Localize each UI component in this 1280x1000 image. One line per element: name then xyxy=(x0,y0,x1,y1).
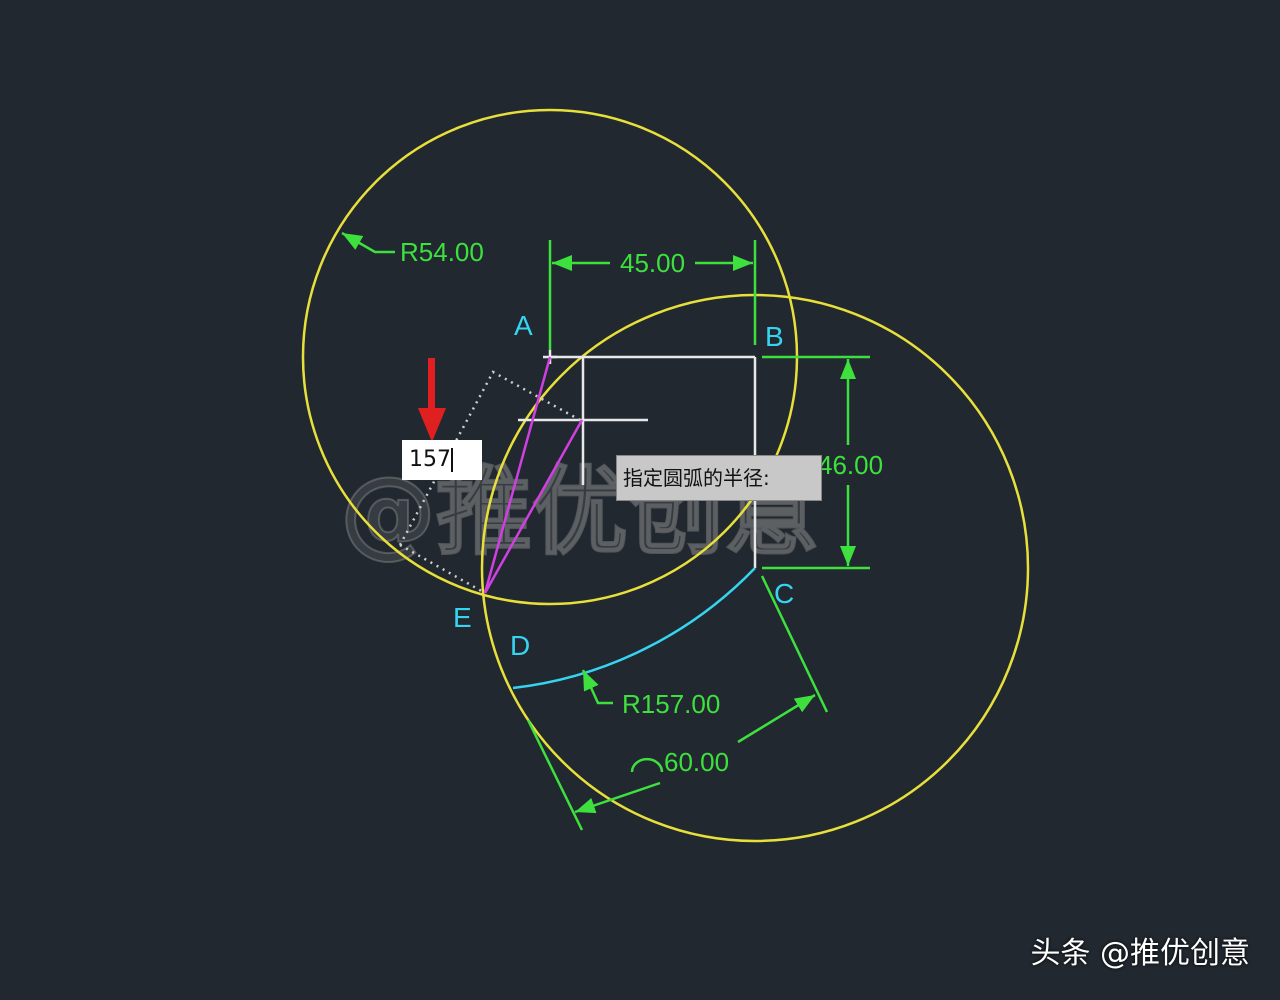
dimension-arc-length-text: 60.00 xyxy=(664,747,729,777)
arc-cd[interactable] xyxy=(512,567,756,690)
credit-watermark: 头条 @推优创意 xyxy=(1030,936,1250,971)
arc-length-symbol-icon xyxy=(630,757,664,773)
magenta-guides xyxy=(483,356,584,594)
dimension-radius-small[interactable] xyxy=(341,231,395,254)
point-label-b: B xyxy=(765,321,784,352)
command-input-value: 157 xyxy=(409,447,451,472)
dimension-radius-small-text: R54.00 xyxy=(400,237,484,267)
command-input[interactable]: 157 xyxy=(402,440,482,480)
point-label-e: E xyxy=(453,602,472,633)
rubber-band-preview xyxy=(398,370,581,595)
point-label-a: A xyxy=(514,310,533,341)
red-arrow-icon xyxy=(418,358,446,442)
point-label-d: D xyxy=(510,630,530,661)
dimension-width[interactable] xyxy=(548,240,757,350)
dimension-height[interactable] xyxy=(762,355,870,570)
dimension-radius-arc-text: R157.00 xyxy=(622,689,720,719)
text-caret xyxy=(451,448,453,472)
dimension-arc-length[interactable] xyxy=(526,575,829,831)
point-label-c: C xyxy=(774,578,794,609)
dimension-height-text: 46.00 xyxy=(818,450,883,480)
dimension-width-text: 45.00 xyxy=(620,248,685,278)
prompt-tooltip: 指定圆弧的半径: xyxy=(616,455,822,501)
dimension-radius-arc[interactable] xyxy=(581,669,613,705)
